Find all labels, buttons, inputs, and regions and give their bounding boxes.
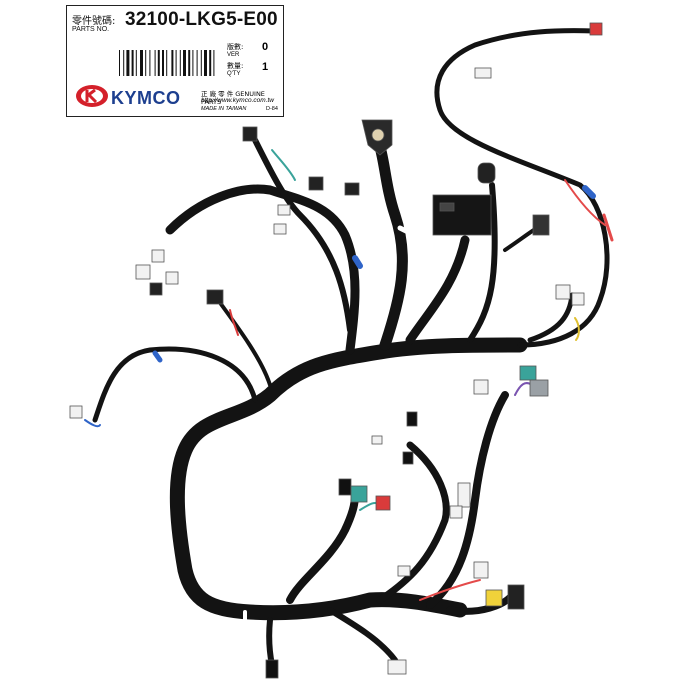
harness-branch-fuse [372,134,408,351]
version-label-cn: 版數: [227,43,244,51]
harness-branch-lower-mid [376,441,450,604]
harness-branch-box [405,235,470,345]
connector-black-sensor [532,214,550,236]
connector-grey [529,379,549,397]
part-number-label-cn: 零件號碼: [72,16,116,27]
harness-branch-top-right [434,28,610,348]
connector-group [69,22,603,679]
quantity-label-en: Q'TY [227,71,241,77]
harness-branch-right-up [527,292,575,343]
website-text: http://www.kymco.com.tw [201,97,274,104]
connector-black-round [477,162,496,184]
connector-red-low [375,495,391,511]
connector-black [242,126,258,142]
quantity-value: 1 [262,61,269,73]
connector-black-left-b [344,182,360,196]
connector-white-bottom [387,659,407,675]
label-code: D-84 [266,106,278,112]
harness-branch-lower-right [426,391,509,609]
version-value: 0 [262,41,269,53]
barcode-icon [119,50,215,76]
part-label: 零件號碼: PARTS NO. 32100-LKG5-E00 版數: VER 0… [66,5,284,117]
connector-white-right [555,284,571,300]
connector-teal [519,365,537,381]
connector-black-bottom [265,659,279,679]
connector-teal-low [350,485,368,503]
harness-branch-far-left [92,346,258,423]
version-label-en: VER [227,52,240,58]
connector-black-lower-right [507,584,525,610]
connector-white-wire-end [69,405,83,419]
connector-white-far-left [135,264,151,280]
harness-branch-left-a [165,184,360,355]
part-number: 32100-LKG5-E00 [125,9,278,30]
harness-branch-left-b [252,137,353,333]
harness-branch-bottom-right [327,607,398,663]
quantity-label-cn: 數量: [227,62,244,70]
brand-name: KYMCO [111,88,181,108]
connector-white-lower-right [473,561,489,579]
connector-white-left [277,204,291,216]
made-in-text: MADE IN TAIWAN [201,106,247,112]
harness-main-trunk [169,337,528,621]
connector-black-stub [406,411,418,427]
connector-yellow [485,589,503,607]
harness-branch-lower-center [286,491,359,604]
kymco-logo-icon [76,85,108,107]
connector-red [589,22,603,36]
connector-black-left [308,176,324,191]
harness-branch-right-mid [467,182,498,343]
connector-black-mid-left [206,289,224,305]
connector-black-low [338,478,352,496]
harness-branch-small-up [216,298,272,387]
harness-branch-bottom [266,617,275,668]
part-number-label-en: PARTS NO. [72,26,110,33]
genuine-parts-text: 正 廠 零 件 GENUINE PARTS [201,90,265,106]
fuse-box [432,194,492,236]
connector-white [474,67,492,79]
